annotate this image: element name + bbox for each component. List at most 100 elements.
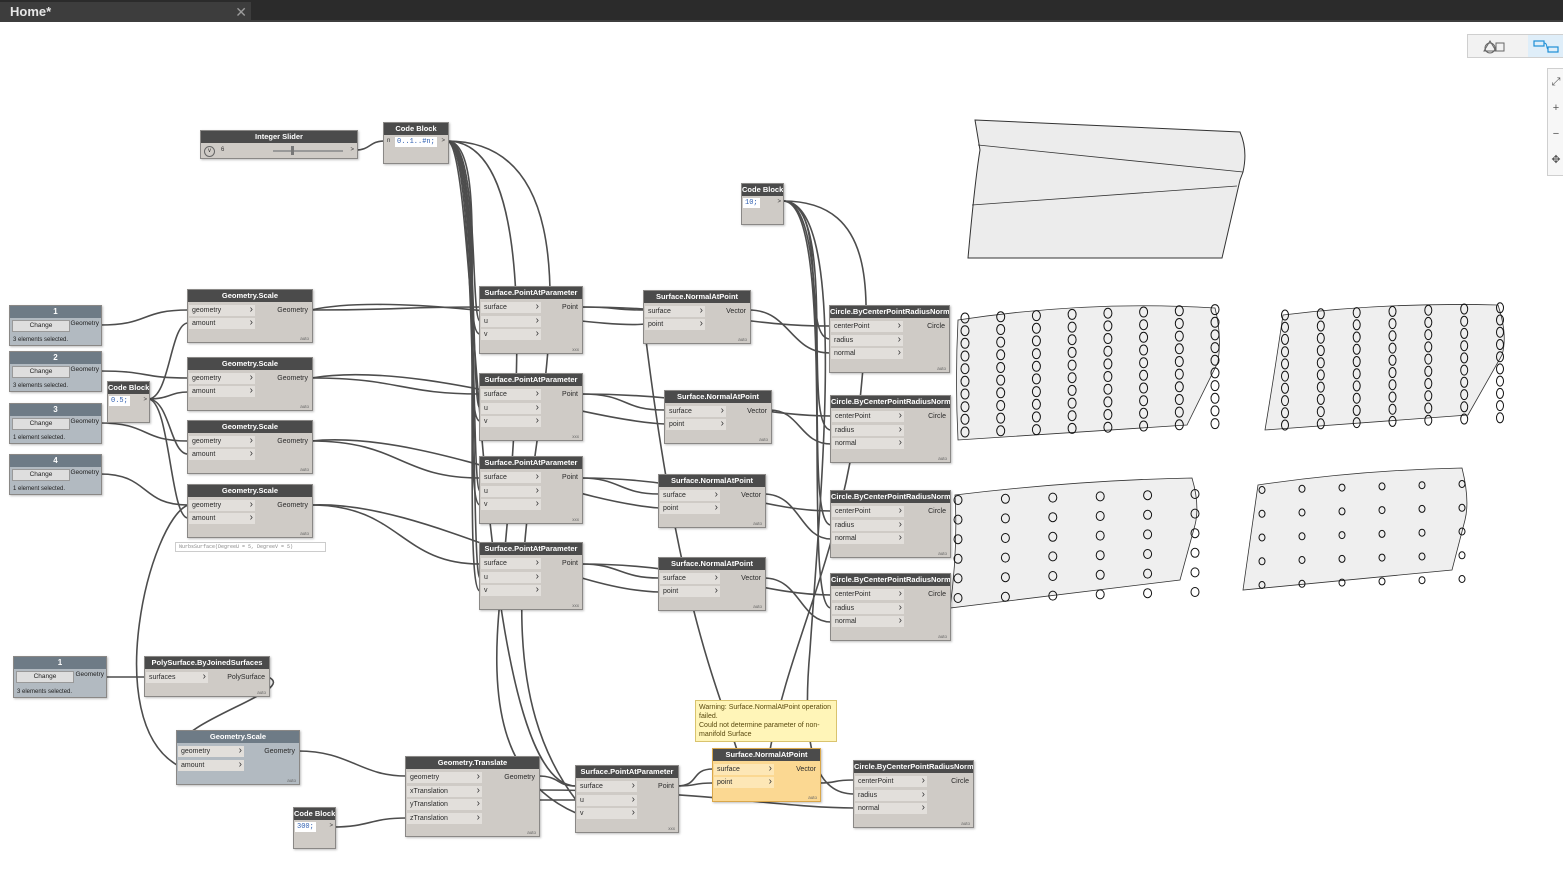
output-port-geometry[interactable]: Geometry [277, 307, 308, 314]
change-button[interactable]: Change [12, 469, 70, 481]
input-port-u[interactable]: u [577, 794, 637, 806]
output-port[interactable]: > [777, 199, 781, 205]
code-block-ten[interactable]: Code Block 10; > [741, 183, 784, 225]
output-port-point[interactable]: Point [562, 304, 578, 311]
output-port-circle[interactable]: Circle [928, 591, 946, 598]
input-port-geometry[interactable]: geometry [189, 304, 255, 316]
point-at-parameter-node-1[interactable]: Surface.PointAtParameter surface u v Poi… [479, 286, 583, 354]
input-port-surface[interactable]: surface [481, 388, 541, 400]
input-port-surface[interactable]: surface [481, 301, 541, 313]
input-port-u[interactable]: u [481, 571, 541, 583]
input-port-amount[interactable]: amount [178, 759, 244, 771]
input-port-centerpoint[interactable]: centerPoint [832, 505, 904, 517]
input-port-point[interactable]: point [666, 418, 726, 430]
geometry-view-icon[interactable] [1474, 35, 1514, 57]
code-text[interactable]: 300; [295, 822, 316, 832]
input-port-ztranslation[interactable]: zTranslation [407, 812, 482, 824]
tab-home[interactable]: Home* ✕ [0, 2, 251, 22]
input-port-radius[interactable]: radius [832, 602, 904, 614]
input-port-normal[interactable]: normal [832, 615, 904, 627]
select-node-2[interactable]: 2 Change Geometry 3 elements selected. [9, 351, 102, 392]
output-port[interactable]: Geometry [70, 469, 99, 476]
output-port-vector[interactable]: Vector [747, 408, 767, 415]
input-port-normal[interactable]: normal [831, 347, 903, 359]
expand-chevron-icon[interactable]: v [204, 146, 215, 157]
input-port-normal[interactable]: normal [832, 532, 904, 544]
zoom-fit-icon[interactable]: ⤢ [1551, 76, 1561, 88]
input-port-radius[interactable]: radius [831, 334, 903, 346]
normal-at-point-node-2[interactable]: Surface.NormalAtPoint surface point Vect… [664, 390, 772, 444]
geometry-scale-node-4[interactable]: Geometry.Scale geometry amount Geometry … [187, 484, 313, 538]
select-node-5[interactable]: 1 Change Geometry 3 elements selected. [13, 656, 107, 698]
output-port-geometry[interactable]: Geometry [277, 375, 308, 382]
code-text[interactable]: 0..1..#n; [395, 137, 437, 147]
input-port-geometry[interactable]: geometry [407, 771, 482, 783]
input-port-u[interactable]: u [481, 315, 541, 327]
input-port-v[interactable]: v [481, 415, 541, 427]
circle-node-3[interactable]: Circle.ByCenterPointRadiusNormal centerP… [830, 490, 951, 558]
input-port-centerpoint[interactable]: centerPoint [831, 320, 903, 332]
input-port-geometry[interactable]: geometry [178, 745, 244, 757]
input-port-u[interactable]: u [481, 485, 541, 497]
change-button[interactable]: Change [16, 671, 74, 683]
output-port-geometry[interactable]: Geometry [277, 502, 308, 509]
input-port-point[interactable]: point [714, 776, 774, 788]
normal-at-point-node-4[interactable]: Surface.NormalAtPoint surface point Vect… [658, 557, 766, 611]
input-port-amount[interactable]: amount [189, 317, 255, 329]
change-button[interactable]: Change [12, 418, 70, 430]
output-port-polysurface[interactable]: PolySurface [227, 674, 265, 681]
input-port-surface[interactable]: surface [666, 405, 726, 417]
output-port-vector[interactable]: Vector [726, 308, 746, 315]
input-port-surface[interactable]: surface [481, 471, 541, 483]
output-port[interactable]: > [441, 138, 445, 144]
input-port-amount[interactable]: amount [189, 512, 255, 524]
input-port-surfaces[interactable]: surfaces [146, 671, 208, 683]
select-node-4[interactable]: 4 Change Geometry 1 element selected. [9, 454, 102, 495]
input-port-surface[interactable]: surface [577, 780, 637, 792]
code-block-half[interactable]: Code Block 0.5; > [107, 381, 150, 423]
input-port-centerpoint[interactable]: centerPoint [832, 588, 904, 600]
circle-node-2[interactable]: Circle.ByCenterPointRadiusNormal centerP… [830, 395, 951, 463]
input-port-point[interactable]: point [645, 318, 705, 330]
output-port-point[interactable]: Point [562, 474, 578, 481]
slider-track[interactable] [273, 150, 343, 152]
input-port-surface[interactable]: surface [714, 763, 774, 775]
input-port-n[interactable]: n [387, 138, 391, 144]
graph-view-icon[interactable] [1528, 35, 1563, 57]
input-port-u[interactable]: u [481, 402, 541, 414]
output-port-circle[interactable]: Circle [928, 508, 946, 515]
code-text[interactable]: 10; [743, 198, 760, 208]
input-port-surface[interactable]: surface [660, 572, 720, 584]
integer-slider-node[interactable]: Integer Slider v 6 > [200, 130, 358, 159]
input-port-v[interactable]: v [481, 584, 541, 596]
geometry-translate-node[interactable]: Geometry.Translate geometry xTranslation… [405, 756, 540, 837]
normal-at-point-node-warning[interactable]: Surface.NormalAtPoint surface point Vect… [712, 748, 821, 802]
point-at-parameter-node-4[interactable]: Surface.PointAtParameter surface u v Poi… [479, 542, 583, 610]
circle-node-1[interactable]: Circle.ByCenterPointRadiusNormal centerP… [829, 305, 950, 373]
normal-at-point-node-3[interactable]: Surface.NormalAtPoint surface point Vect… [658, 474, 766, 528]
normal-at-point-node-1[interactable]: Surface.NormalAtPoint surface point Vect… [643, 290, 751, 344]
input-port-surface[interactable]: surface [660, 489, 720, 501]
code-block-range[interactable]: Code Block n 0..1..#n; > [383, 122, 449, 164]
input-port-normal[interactable]: normal [832, 437, 904, 449]
output-port-vector[interactable]: Vector [796, 766, 816, 773]
input-port-v[interactable]: v [481, 328, 541, 340]
code-text[interactable]: 0.5; [109, 396, 130, 406]
input-port-centerpoint[interactable]: centerPoint [832, 410, 904, 422]
input-port-v[interactable]: v [577, 807, 637, 819]
geometry-scale-node-5[interactable]: Geometry.Scale geometry amount Geometry … [176, 730, 300, 785]
input-port-ytranslation[interactable]: yTranslation [407, 798, 482, 810]
circle-node-4[interactable]: Circle.ByCenterPointRadiusNormal centerP… [830, 573, 951, 641]
code-block-300[interactable]: Code Block 300; > [293, 807, 336, 849]
input-port-point[interactable]: point [660, 585, 720, 597]
change-button[interactable]: Change [12, 320, 70, 332]
output-port-circle[interactable]: Circle [928, 413, 946, 420]
output-port[interactable]: Geometry [70, 366, 99, 373]
input-port-xtranslation[interactable]: xTranslation [407, 785, 482, 797]
output-port-point[interactable]: Point [658, 783, 674, 790]
input-port-surface[interactable]: surface [645, 305, 705, 317]
output-port[interactable]: > [143, 397, 147, 403]
output-port[interactable]: Geometry [70, 418, 99, 425]
input-port-amount[interactable]: amount [189, 385, 255, 397]
point-at-parameter-node-2[interactable]: Surface.PointAtParameter surface u v Poi… [479, 373, 583, 441]
